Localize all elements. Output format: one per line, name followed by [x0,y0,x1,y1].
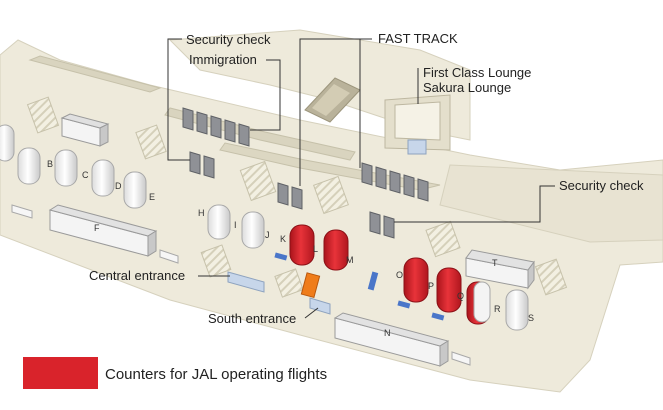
counter-label: J [265,230,270,240]
blue-marker [431,312,445,321]
jal-counter-l [289,224,315,266]
counter-box-f [48,204,158,257]
counter-s [505,289,529,331]
legend-swatch [23,357,98,389]
counter-edge [0,124,15,162]
counter-h [207,204,231,240]
orange-marker [300,272,321,299]
counter-label: N [384,328,391,338]
right-corridor-floor [439,164,663,243]
counter-label: T [492,258,498,268]
central-entrance-door[interactable] [227,271,265,293]
immigration-gates [189,151,215,179]
counter-label: F [94,223,100,233]
label-central-entrance: Central entrance [89,268,185,283]
leader-security-right [394,185,555,223]
counter-j [241,211,265,249]
stairs [135,124,167,160]
stairs [239,160,277,202]
label-immigration: Immigration [189,52,257,67]
counter-box-t [465,249,535,290]
counter-label: M [346,255,354,265]
counter-label: O [396,270,403,280]
security-gates-lower [369,211,395,239]
security-gates-right [361,162,429,202]
blue-marker [367,271,379,291]
counter-d [91,159,115,197]
counter-label: S [528,313,534,323]
jal-counter-m [323,229,349,271]
stairs [274,268,304,298]
label-security-check-right: Security check [559,178,644,193]
stairs [200,244,232,278]
label-security-check-top: Security check [186,32,271,47]
security-gates-top [182,107,250,147]
counter-box-misc [60,113,110,147]
south-entrance-door[interactable] [309,297,331,315]
blue-marker [397,300,411,309]
counter-c [54,149,78,187]
counter-label: R [494,304,501,314]
counter-label: I [234,220,237,230]
back-wall [28,55,162,93]
entrance-door [11,204,33,219]
counter-label: C [82,170,89,180]
leader-fast-track-2 [359,38,372,168]
jal-counter-p [436,267,462,313]
entrance-door [159,249,179,264]
label-sakura-lounge: Sakura Lounge [423,80,511,95]
leader-south [304,307,319,319]
jal-counter-r [473,281,491,323]
counter-e [123,171,147,209]
counter-label: P [428,281,434,291]
blue-marker [274,252,288,261]
leader-immigration [250,59,281,131]
stairs [425,220,461,258]
label-fast-track: FAST TRACK [378,31,458,46]
legend-label: Counters for JAL operating flights [105,366,327,383]
counter-label: L [313,244,318,254]
counter-label: Q [457,291,464,301]
counter-b [17,147,41,185]
terminal-floor [0,39,663,393]
jal-counter-o [403,257,429,303]
lounge-structure [384,94,451,155]
fast-track-gates [277,182,303,210]
atrium-light [312,84,350,116]
stairs [534,258,568,296]
counter-label: H [198,208,205,218]
counter-box-n [333,312,450,367]
counter-label: B [47,159,53,169]
counter-label: E [149,192,155,202]
counter-label: K [280,234,286,244]
entrance-door [451,351,471,366]
leader-security-top [167,38,190,161]
label-south-entrance: South entrance [208,311,296,326]
stairs [26,96,60,134]
counter-label: D [115,181,122,191]
label-first-class-lounge: First Class Lounge [423,65,531,80]
leader-fast-track-1 [299,38,372,186]
stairs [313,175,349,215]
